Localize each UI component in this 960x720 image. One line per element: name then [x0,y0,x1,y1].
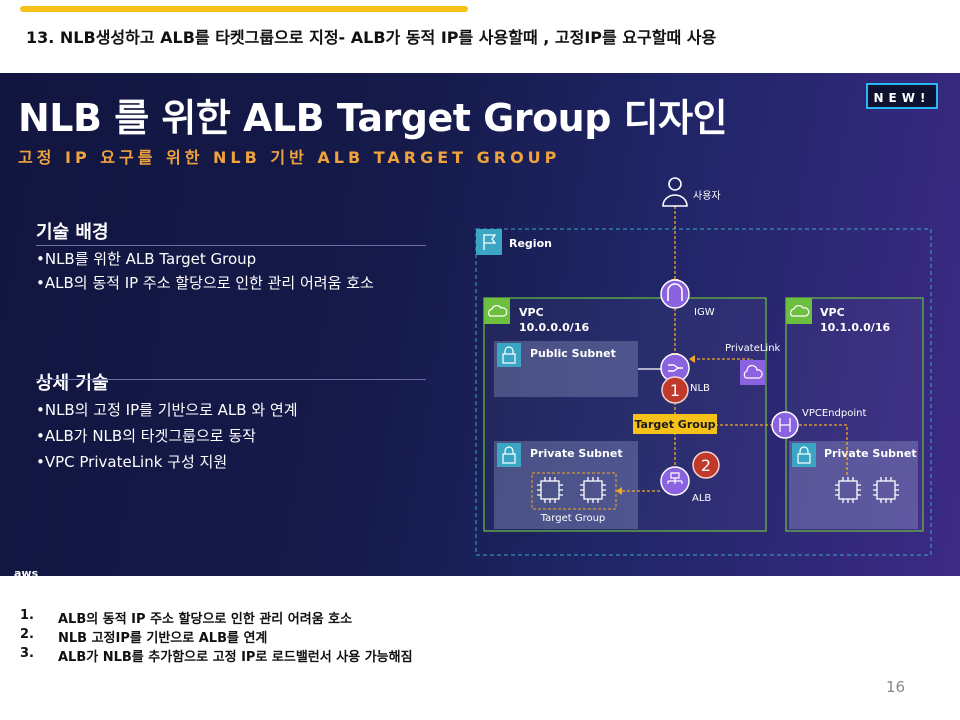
vpc-box [483,297,767,532]
target-group-badge [633,414,717,434]
vpc-box [785,297,924,532]
privatelink-label: PrivateLink [725,343,781,354]
user-label: 사용자 [693,190,721,202]
list-item-number: 3. [20,646,34,661]
notes-list: 1. ALB의 동적 IP 주소 할당으로 인한 관리 어려움 호소 2. NL… [20,608,413,665]
list-item-text: ALB의 동적 IP 주소 할당으로 인한 관리 어려움 호소 [58,612,353,627]
vpc-cloud-icon [484,298,510,324]
list-item-text: ALB가 NLB를 추가함으로 고정 IP로 로드밸런서 사용 가능해짐 [58,650,413,665]
slide-title: NLB 를 위한 ALB Target Group 디자인 [18,96,728,140]
vpc-label: VPC [820,306,845,319]
region-flag-icon [476,229,502,255]
accent-bar [20,6,468,12]
list-item-number: 2. [20,627,34,642]
igw-label: IGW [694,307,715,318]
list-item: 3. ALB가 NLB를 추가함으로 고정 IP로 로드밸런서 사용 가능해짐 [20,646,413,665]
vpc-cloud-icon [786,298,812,324]
slide-subtitle: 고정 IP 요구를 위한 NLB 기반 ALB TARGET GROUP [18,148,561,167]
private-subnet-label: Private Subnet [824,447,917,460]
list-item: 2. NLB 고정IP를 기반으로 ALB를 연계 [20,627,413,646]
public-subnet-label: Public Subnet [530,347,616,360]
ec2-instance-icon [873,477,899,503]
bullet-item: •ALB의 동적 IP 주소 할당으로 인한 관리 어려움 호소 [36,274,374,292]
list-item-number: 1. [20,608,34,623]
user-icon [662,177,688,207]
new-badge: NEW! [866,83,938,109]
bullet-item: •ALB가 NLB의 타겟그룹으로 동작 [36,427,256,445]
architecture-diagram: Region VPC 10.0.0.0/16 VPC 10.1.0.0/16 P… [475,177,932,556]
aws-logo: aws [14,567,39,576]
nlb-label: NLB [690,383,710,394]
vpc-endpoint-label: VPCEndpoint [802,408,866,419]
vpc-cidr: 10.1.0.0/16 [820,321,890,334]
section-title-detail: 상세 기술 [36,373,109,394]
region-label: Region [509,237,552,250]
bullet-item: •VPC PrivateLink 구성 지원 [36,453,228,471]
target-group-badge-label: Target Group [634,418,715,431]
ec2-instance-icon [835,477,861,503]
section-divider [36,245,426,246]
step-2-number: 2 [701,456,711,475]
step-1-marker [661,376,689,404]
page-number: 16 [886,678,906,696]
step-2-marker [692,451,720,479]
vpc-cidr: 10.0.0.0/16 [519,321,589,334]
alb-label: ALB [692,493,711,504]
list-item: 1. ALB의 동적 IP 주소 할당으로 인한 관리 어려움 호소 [20,608,413,627]
list-item-text: NLB 고정IP를 기반으로 ALB를 연계 [58,631,268,646]
step-1-number: 1 [670,381,680,400]
target-group-label: Target Group [540,513,606,524]
ec2-instance-icon [537,477,563,503]
bullet-item: •NLB의 고정 IP를 기반으로 ALB 와 연계 [36,401,298,419]
vpc-label: VPC [519,306,544,319]
private-subnet-label: Private Subnet [530,447,623,460]
slide-image: NLB 를 위한 ALB Target Group 디자인 고정 IP 요구를 … [0,73,960,576]
ec2-instance-icon [580,477,606,503]
section-title-background: 기술 배경 [36,222,109,243]
bullet-item: •NLB를 위한 ALB Target Group [36,250,257,268]
privatelink-icon [740,360,765,385]
page-title: 13. NLB생성하고 ALB를 타켓그룹으로 지정- ALB가 동적 IP를 … [26,28,717,47]
section-divider [36,379,426,380]
region-box [475,228,932,556]
